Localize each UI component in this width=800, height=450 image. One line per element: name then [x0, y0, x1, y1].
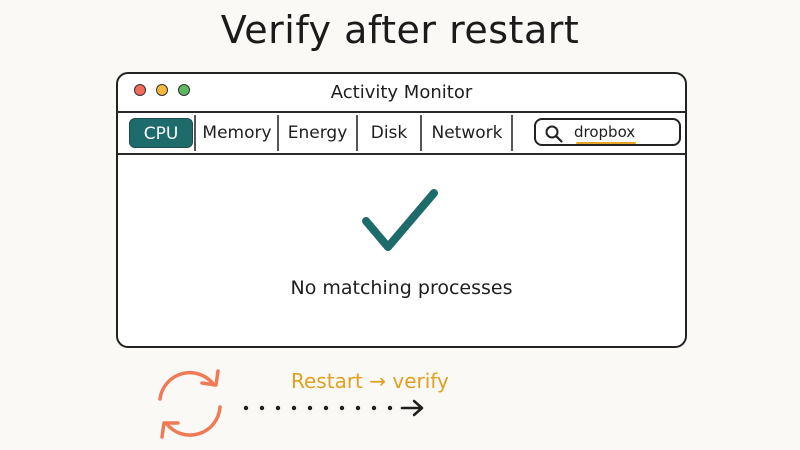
- tab-disk[interactable]: Disk: [370, 123, 408, 143]
- tab-divider: [511, 115, 513, 151]
- restart-arrowhead-top: [200, 369, 220, 387]
- checkmark-stroke: [362, 189, 438, 251]
- tab-divider: [420, 115, 422, 151]
- close-window-button[interactable]: [134, 84, 146, 96]
- tab-divider: [277, 115, 279, 151]
- title-bar: Activity Monitor: [118, 74, 685, 113]
- tab-memory[interactable]: Memory: [202, 123, 272, 143]
- search-highlight-underline: [576, 142, 636, 144]
- checkmark-icon: [362, 189, 438, 251]
- restart-icon: [158, 369, 222, 439]
- page-heading: Verify after restart: [220, 8, 580, 52]
- restart-arrowhead-bottom: [160, 421, 180, 439]
- empty-state-message: No matching processes: [290, 277, 513, 299]
- dotted-arrow: [243, 399, 424, 417]
- process-list: No matching processes: [118, 155, 685, 345]
- tab-divider: [194, 115, 196, 151]
- toolbar: CPU Memory Energy Disk Network: [118, 113, 685, 155]
- search-icon: [545, 125, 563, 143]
- search-box[interactable]: [534, 118, 681, 146]
- traffic-lights: [134, 84, 190, 96]
- tab-network[interactable]: Network: [431, 123, 503, 143]
- activity-monitor-window: Activity Monitor CPU Memory Energy Disk …: [116, 72, 687, 348]
- tab-energy[interactable]: Energy: [287, 123, 348, 143]
- zoom-window-button[interactable]: [178, 84, 190, 96]
- restart-verify-caption: Restart → verify: [291, 369, 449, 393]
- window-title: Activity Monitor: [330, 82, 473, 103]
- restart-arc-bottom: [164, 405, 222, 437]
- search-input[interactable]: [574, 122, 674, 142]
- arrow-head: [400, 399, 424, 417]
- tab-divider: [356, 115, 358, 151]
- tab-cpu[interactable]: CPU: [129, 118, 193, 148]
- minimize-window-button[interactable]: [156, 84, 168, 96]
- restart-arc-top: [158, 370, 216, 401]
- dotted-arrow-dots: [243, 405, 393, 411]
